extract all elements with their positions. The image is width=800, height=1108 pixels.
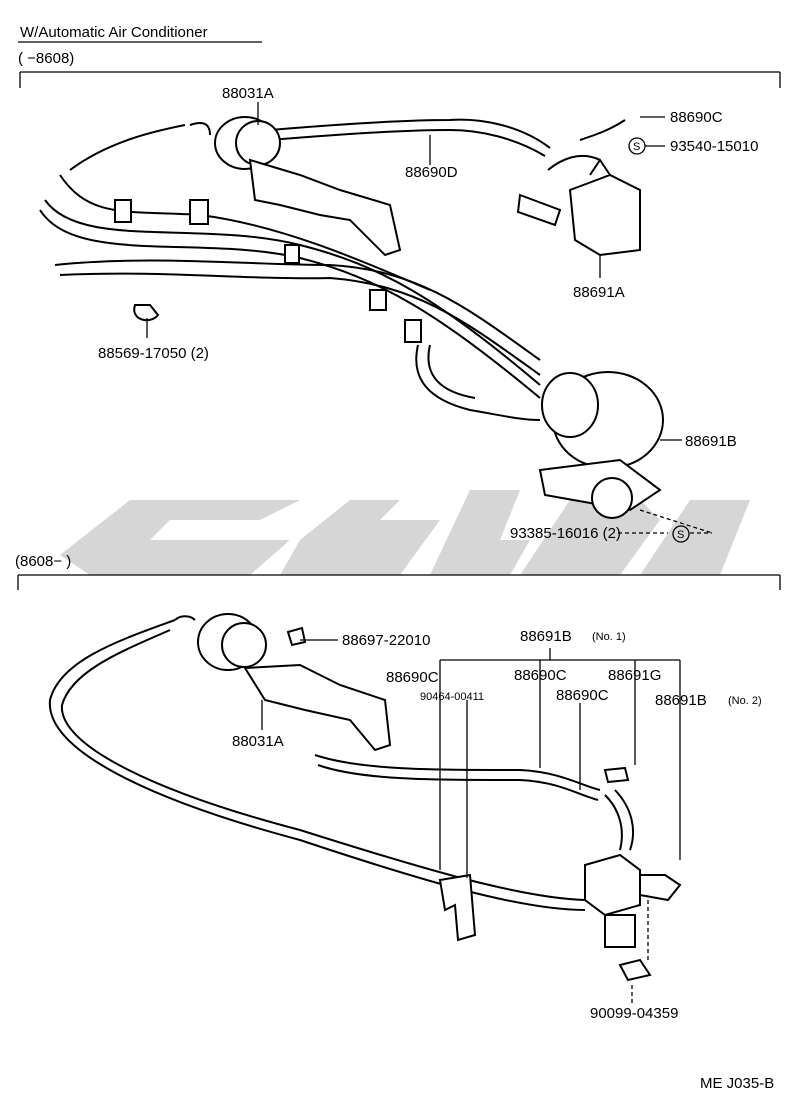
label-93385: 93385-16016 (2) (510, 525, 621, 542)
label-90464: 90464-00411 (420, 691, 484, 703)
watermark (60, 490, 750, 575)
s-symbol-bottom (672, 525, 690, 543)
s-symbol-bottom-text: S (677, 529, 684, 541)
label-no2: (No. 2) (728, 695, 762, 707)
label-88690c-b: 88690C (514, 667, 567, 684)
top-diagram (39, 116, 664, 519)
footer-code: ME J035-B (700, 1075, 774, 1092)
label-90099: 90099-04359 (590, 1005, 678, 1022)
label-88691g: 88691G (608, 667, 661, 684)
label-88691a: 88691A (573, 284, 625, 301)
range-bottom: (8608− ) (15, 553, 71, 570)
label-no1: (No. 1) (592, 631, 626, 643)
label-88031a-top: 88031A (222, 85, 274, 102)
s-symbol-top-text: S (633, 141, 640, 153)
label-88690c-a: 88690C (386, 669, 439, 686)
label-93540: 93540-15010 (670, 138, 758, 155)
label-88697: 88697-22010 (342, 632, 430, 649)
s-symbol-top (628, 137, 646, 155)
label-88031a-bottom: 88031A (232, 733, 284, 750)
label-88691b-no2: 88691B (655, 692, 707, 709)
bottom-diagram (48, 613, 682, 982)
label-88690c-c: 88690C (556, 687, 609, 704)
label-88569: 88569-17050 (2) (98, 345, 209, 362)
label-88691b-no1: 88691B (520, 628, 572, 645)
section-title: W/Automatic Air Conditioner (20, 24, 208, 41)
label-88690d: 88690D (405, 164, 458, 181)
label-88690c-top: 88690C (670, 109, 723, 126)
label-88691b-top: 88691B (685, 433, 737, 450)
range-top: ( −8608) (18, 50, 74, 67)
